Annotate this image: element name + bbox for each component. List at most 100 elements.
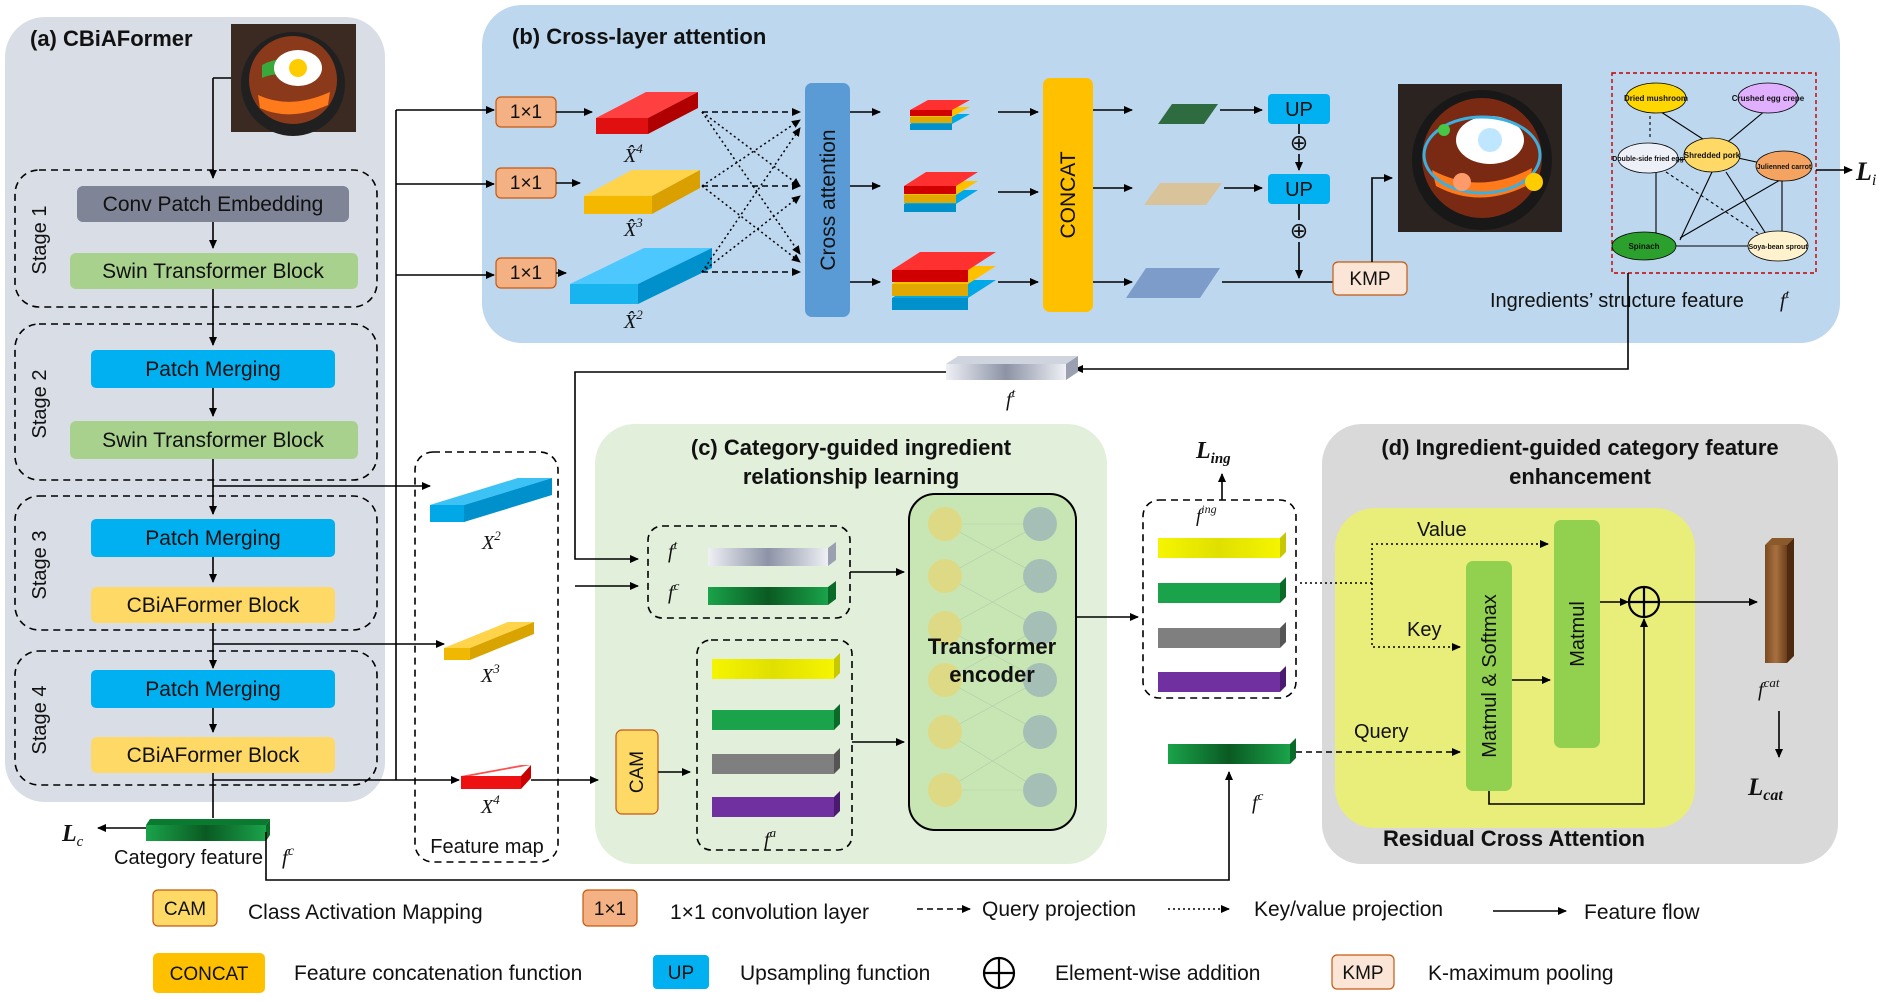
cbiaformer-block-4-label: CBiAFormer Block (127, 744, 300, 767)
legend-up-symbol (653, 955, 709, 989)
stage-4-label: Stage 4 (29, 686, 51, 755)
feature-map-label: Feature map (430, 836, 543, 858)
fc-query-label: fc (1252, 788, 1264, 814)
add-icon: ⊕ (1290, 130, 1308, 155)
stage-1-frame (14, 169, 378, 308)
legend-cam-symbol-label: CAM (164, 899, 206, 920)
conv1x1-mid-label: 1×1 (510, 173, 542, 194)
loss-i-label: Li (1855, 157, 1876, 189)
fa-bar-yellow (712, 659, 834, 679)
stage-3-frame (14, 495, 378, 631)
kmp-block (1332, 261, 1408, 296)
graph-node-julienned-carrot (1755, 150, 1813, 182)
conv1x1-bottom-label: 1×1 (510, 263, 542, 284)
swin-block-2 (70, 421, 358, 459)
category-feature-label: Category feature (114, 847, 263, 869)
cbiaformer-block-4 (91, 737, 335, 773)
value-label: Value (1417, 519, 1467, 541)
texture-feature-mid (1144, 183, 1222, 205)
legend-conv-symbol (582, 889, 638, 927)
cam-label: CAM (627, 751, 648, 793)
graph-node-shredded-pork (1683, 137, 1741, 173)
add-icon: ⊕ (1290, 218, 1308, 243)
query-label: Query (1354, 721, 1408, 743)
x2-label: X2 (481, 528, 501, 554)
panel-d-title-line1: (d) Ingredient-guided category feature (1381, 435, 1778, 460)
legend-kmp-symbol-label: KMP (1342, 963, 1383, 984)
xhat3-feature-block (584, 170, 700, 196)
swin-block-1 (70, 253, 358, 289)
graph-node-double-side-fried-egg-label: Double-side fried egg (1612, 156, 1684, 163)
graph-node-spinach-label: Spinach (1628, 242, 1659, 251)
legend-addition-icon (982, 956, 1016, 990)
legend-up-text: Upsampling function (740, 962, 930, 985)
legend-kmp-text: K-maximum pooling (1428, 962, 1614, 985)
legend-query-text: Query projection (982, 898, 1136, 921)
legend-concat-symbol-label: CONCAT (170, 964, 249, 985)
xhat2-feature-block (570, 248, 712, 284)
stage-2-frame (14, 323, 378, 481)
element-wise-addition-icon (1627, 585, 1661, 619)
fc-query-bar (1168, 744, 1290, 764)
legend-conv-text: 1×1 convolution layer (670, 901, 869, 924)
ft-structure-feature-bar (946, 356, 1078, 380)
graph-node-soya-bean-sprout (1747, 230, 1809, 262)
ingredients-structure-symbol: ft (1780, 286, 1790, 312)
loss-ing-label: Ling (1195, 438, 1231, 467)
legend-kmp-symbol (1331, 954, 1395, 990)
cbiaformer-block-3 (91, 587, 335, 623)
graph-node-shredded-pork-label: Shredded pork (1684, 151, 1741, 160)
conv-patch-embedding-label: Conv Patch Embedding (103, 193, 324, 216)
stage-1-label: Stage 1 (29, 206, 51, 275)
x4-feature-block (461, 765, 531, 776)
legend-cam-symbol (152, 889, 218, 927)
ft-fc-input-frame (647, 525, 851, 619)
ft-label: ft (1006, 385, 1016, 411)
fcat-feature-block (1765, 538, 1794, 663)
graph-node-dried-mushroom-label: Dried mushroom (1624, 94, 1688, 103)
stage-4-frame (14, 650, 378, 786)
ft-input-bar (708, 548, 828, 566)
matmul-label: Matmul (1567, 601, 1589, 667)
conv-patch-embedding-block (77, 186, 349, 222)
fing-bar-gray (1158, 628, 1280, 648)
legend-addition-text: Element-wise addition (1055, 962, 1260, 985)
ingredients-structure-label: Ingredients’ structure feature (1490, 290, 1744, 312)
matmul-block (1554, 520, 1600, 748)
annotated-food-image (1398, 84, 1562, 232)
patch-merging-block-3 (91, 519, 335, 557)
up-block-bottom (1268, 174, 1330, 204)
legend-keyvalue-text: Key/value projection (1254, 898, 1443, 921)
concat-block (1043, 78, 1093, 312)
x3-feature-block (444, 622, 534, 648)
legend-up-symbol-label: UP (668, 963, 694, 984)
graph-node-crushed-egg-crepe-label: Crushed egg crepe (1732, 94, 1805, 103)
neural-network-icon (928, 507, 1057, 807)
swin-block-2-label: Swin Transformer Block (102, 429, 324, 452)
category-feature-symbol: fc (282, 844, 295, 869)
residual-cross-attention-label: Residual Cross Attention (1383, 826, 1645, 851)
texture-feature-top (1158, 104, 1218, 124)
stacked-feature-top (910, 100, 970, 130)
graph-node-soya-bean-sprout-label: Soya-bean sprout (1748, 244, 1808, 251)
panel-d-title-line2: enhancement (1509, 464, 1651, 489)
matmul-softmax-label: Matmul & Softmax (1479, 594, 1501, 757)
panel-c-title-line2: relationship learning (743, 464, 959, 489)
up-block-top (1268, 94, 1330, 124)
patch-merging-4-label: Patch Merging (145, 678, 280, 701)
fing-label: fing (1196, 502, 1217, 527)
patch-merging-block-2 (91, 350, 335, 388)
xhat4-feature-block (596, 92, 698, 118)
stage-3-label: Stage 3 (29, 531, 51, 600)
patch-merging-2-label: Patch Merging (145, 358, 280, 381)
loss-cat-label: Lcat (1747, 774, 1783, 804)
up-top-label: UP (1285, 99, 1313, 121)
legend-feature-flow-text: Feature flow (1584, 901, 1700, 924)
category-feature-fc-bar (146, 819, 270, 825)
feature-map-frame (414, 451, 559, 863)
fing-feature-frame (1142, 499, 1297, 699)
legend-concat-text: Feature concatenation function (294, 962, 582, 985)
fc-input-label: fc (668, 578, 680, 604)
texture-feature-bottom (1126, 268, 1220, 298)
graph-node-double-side-fried-egg (1617, 142, 1679, 174)
